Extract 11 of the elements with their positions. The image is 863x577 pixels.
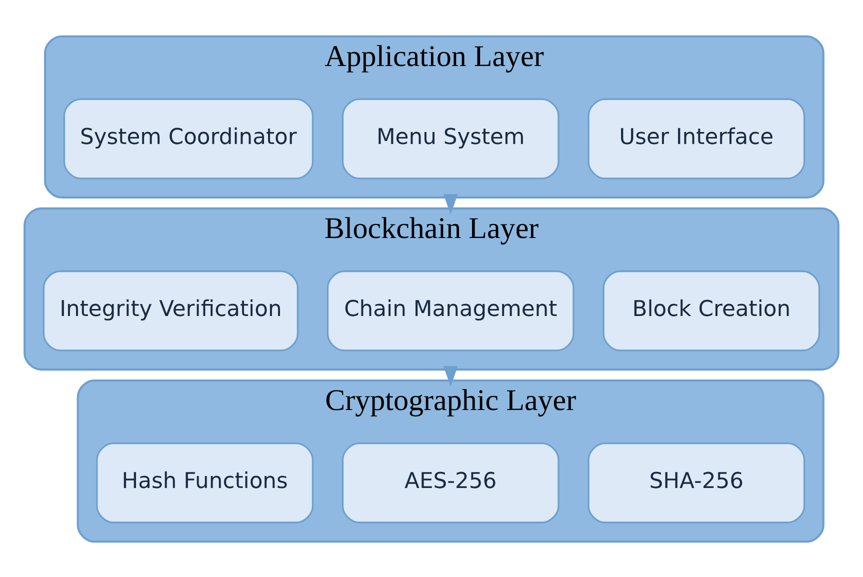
arrow <box>443 366 458 386</box>
node-box: AES-256 <box>342 442 560 523</box>
node-box: Integrity Verification <box>42 270 298 351</box>
arrow <box>443 194 458 214</box>
node-box: Block Creation <box>602 270 820 351</box>
node-box: SHA-256 <box>588 442 806 523</box>
node-box: System Coordinator <box>63 98 314 179</box>
node-box: Menu System <box>342 98 560 179</box>
node-box: Chain Management <box>326 270 574 351</box>
node-box: Hash Functions <box>96 442 314 523</box>
node-box: User Interface <box>588 98 806 179</box>
